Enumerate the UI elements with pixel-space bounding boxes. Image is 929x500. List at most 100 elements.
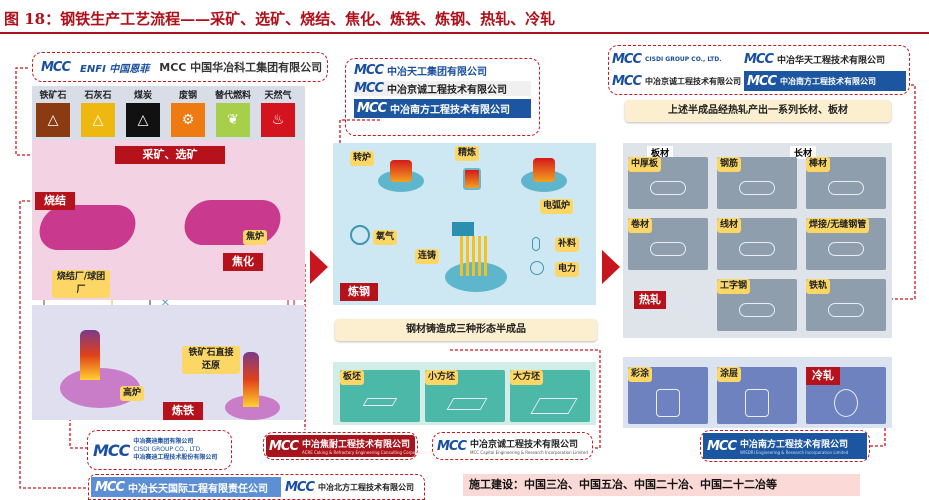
product-card-0: 中厚板 <box>628 157 708 209</box>
label-converter: 转炉 <box>350 151 375 166</box>
label-blast-furnace: 高炉 <box>120 386 145 401</box>
product-card-7: 铁轨 <box>806 279 886 331</box>
raw-material-4: 替代燃料 ❦ <box>215 88 251 137</box>
material-label: 石灰石 <box>84 91 112 101</box>
ladle-illustration <box>463 168 481 190</box>
figure-title: 图 18：钢铁生产工艺流程——采矿、选矿、烧结、焦化、炼铁、炼钢、热轧、冷轧 <box>4 10 556 28</box>
stage-label-mining: 采矿、选矿 <box>115 146 225 164</box>
stage-label-ironmaking: 炼铁 <box>163 402 203 420</box>
product-card-4: 线材 <box>717 218 797 270</box>
coal-pile-icon: △ <box>126 103 160 137</box>
scrap-steel-icon: ⚙ <box>171 103 205 137</box>
finishing-shape-icon <box>745 389 769 417</box>
strands-illustration <box>460 236 490 276</box>
semi-card-2: 大方坯 <box>510 370 590 422</box>
sinter-plant-illustration <box>36 205 139 250</box>
raw-material-5: 天然气 ♨ <box>260 88 296 137</box>
material-label: 铁矿石 <box>39 91 67 101</box>
product-shape-icon <box>739 303 775 317</box>
label-dri: 铁矿石直接还原 <box>182 346 240 374</box>
converter-vessel <box>390 160 412 182</box>
material-label: 天然气 <box>264 91 292 101</box>
product-label: 工字钢 <box>717 279 751 294</box>
product-shape-icon <box>828 303 864 317</box>
label-coke-oven: 焦炉 <box>243 230 268 245</box>
mcc-logo: MCC <box>41 59 71 75</box>
ore-pile-icon: △ <box>36 103 70 137</box>
raw-materials: 铁矿石△石灰石△煤炭△废钢⚙替代燃料❦天然气♨ <box>35 88 296 137</box>
product-label: 线材 <box>717 218 742 233</box>
product-card-3: 卷材 <box>628 218 708 270</box>
raw-material-0: 铁矿石 △ <box>35 88 71 137</box>
enfi-logo: ENFI 中国恩菲 <box>80 63 150 75</box>
semis-banner: 钢材铸造成三种形态半成品 <box>335 319 597 341</box>
finishing-shape-icon <box>656 389 680 417</box>
raw-materials-strip <box>32 86 305 140</box>
product-label: 铁轨 <box>806 279 831 294</box>
coke-oven-illustration <box>181 200 284 245</box>
flow-arrow-right <box>310 250 328 284</box>
limestone-pile-icon: △ <box>81 103 115 137</box>
label-casting: 连铸 <box>415 249 440 264</box>
label-refining: 精炼 <box>455 146 480 161</box>
finishing-label: 冷轧 <box>806 367 840 385</box>
corn-icon: ❦ <box>216 103 250 137</box>
stage-label-hot-rolling: 热轧 <box>634 291 666 309</box>
thermometer-icon <box>532 237 540 251</box>
finishing-label: 涂层 <box>717 367 742 382</box>
product-label: 焊接/无缝钢管 <box>806 218 870 233</box>
finishing-label: 彩涂 <box>628 367 653 382</box>
finishing-card-0: 彩涂 <box>628 367 708 424</box>
dri-furnace-illustration <box>243 352 259 407</box>
finishing-card-1: 涂层 <box>717 367 797 424</box>
semi-shape-icon <box>446 398 488 410</box>
finishing-cards: 彩涂 涂层 冷轧 <box>628 367 886 424</box>
flame-icon: ♨ <box>261 103 295 137</box>
stage-label-steelmaking: 炼钢 <box>340 283 378 301</box>
raw-material-3: 废钢 ⚙ <box>170 88 206 137</box>
semi-label: 板坯 <box>340 370 365 385</box>
finishing-shape-icon <box>834 389 858 417</box>
long-products-header: 长材 <box>790 146 817 159</box>
product-shape-icon <box>739 181 775 195</box>
product-card-1: 钢筋 <box>717 157 797 209</box>
stage-label-coking: 焦化 <box>223 253 263 271</box>
eaf-vessel <box>533 158 555 182</box>
material-label: 废钢 <box>178 91 197 101</box>
product-shape-icon <box>828 242 864 256</box>
product-shape-icon <box>650 181 686 195</box>
mining-logo-group: MCC ENFI 中国恩菲 MCC 中国华冶科工集团有限公司 <box>32 52 328 82</box>
semi-card-0: 板坯 <box>340 370 420 422</box>
product-label: 钢筋 <box>717 157 742 172</box>
material-label: 替代燃料 <box>215 91 252 101</box>
stage-label-sinter: 烧结 <box>35 192 75 210</box>
product-card-6: 工字钢 <box>717 279 797 331</box>
construction-note: 施工建设：中国三冶、中国五冶、中国二十冶、中国二十二冶等 <box>463 474 860 496</box>
product-card-2: 棒材 <box>806 157 886 209</box>
blast-furnace-illustration <box>80 330 100 380</box>
product-label: 卷材 <box>628 218 653 233</box>
product-shape-icon <box>650 242 686 256</box>
huaye-logo: MCC 中国华冶科工集团有限公司 <box>159 61 323 74</box>
product-shape-icon <box>828 181 864 195</box>
label-eaf: 电弧炉 <box>540 199 574 214</box>
semi-shape-icon <box>530 398 578 414</box>
product-card-5: 焊接/无缝钢管 <box>806 218 886 270</box>
hot-rolling-banner: 上述半成品经热轧产出一系列长材、板材 <box>625 100 891 122</box>
raw-material-2: 煤炭△ <box>125 88 161 137</box>
tundish-illustration <box>452 222 474 236</box>
